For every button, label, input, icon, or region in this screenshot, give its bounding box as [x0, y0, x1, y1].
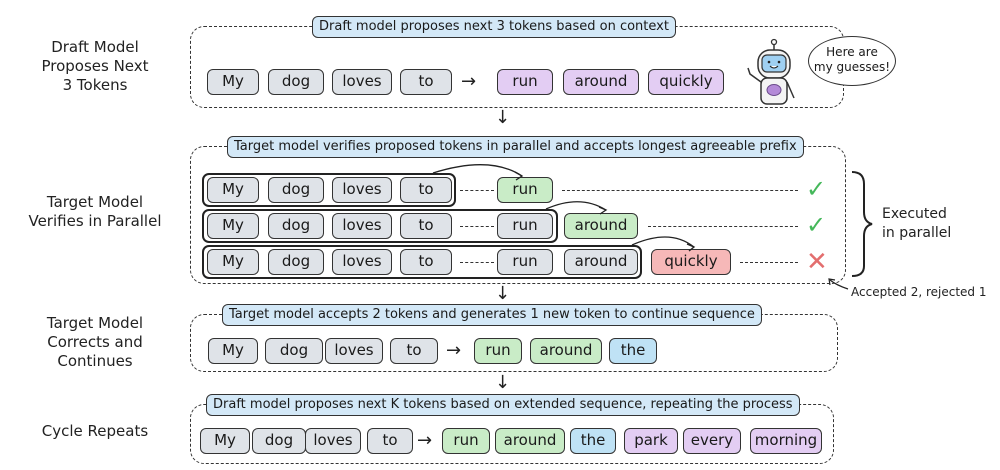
context-token: dog	[268, 177, 324, 203]
context-token: My	[207, 69, 259, 95]
dashed-connector	[460, 226, 494, 227]
stage-2-label-line: Target Model	[46, 193, 144, 211]
candidate-token-accepted: run	[497, 177, 553, 203]
context-token: to	[400, 249, 452, 275]
context-token: loves	[332, 69, 392, 95]
context-token: My	[208, 338, 258, 364]
annotation-arrow-head	[828, 278, 836, 286]
context-token: dog	[268, 249, 324, 275]
accepted-rejected-annotation: Accepted 2, rejected 1	[851, 285, 987, 299]
checked-token: run	[497, 249, 553, 275]
stage-1-label-line: 3 Tokens	[62, 76, 128, 94]
checked-token: around	[564, 249, 638, 275]
check-icon: ✓	[806, 211, 827, 239]
proposed-token: around	[563, 69, 639, 95]
context-token: My	[200, 428, 250, 454]
context-token: dog	[268, 69, 324, 95]
candidate-token-rejected: quickly	[651, 249, 731, 275]
curved-arrow-head	[514, 171, 524, 181]
checked-token: run	[497, 213, 553, 239]
stage-1-label-line: Draft Model	[51, 38, 139, 56]
stage-1-caption: Draft model proposes next 3 tokens based…	[312, 16, 676, 38]
context-token: My	[207, 249, 259, 275]
context-token: loves	[332, 213, 392, 239]
stage-4-label-line: Cycle Repeats	[41, 422, 149, 440]
proposed-token: park	[624, 428, 678, 454]
accepted-token: run	[442, 428, 490, 454]
proposed-token: every	[683, 428, 741, 454]
curved-arrow	[631, 236, 695, 248]
down-arrow-icon: ↓	[495, 372, 511, 393]
stage-4-caption: Draft model proposes next K tokens based…	[206, 394, 800, 416]
brace-icon	[851, 171, 873, 277]
right-arrow-icon: →	[461, 71, 477, 92]
stage-2-caption: Target model verifies proposed tokens in…	[227, 136, 804, 158]
accepted-token: run	[474, 338, 522, 364]
brace-label-line: in parallel	[882, 225, 952, 241]
brace-label: Executed in parallel	[882, 205, 951, 243]
stage-3-label: Target Model Corrects and Continues	[0, 314, 190, 371]
check-icon: ✓	[806, 175, 827, 203]
context-token: dog	[252, 428, 306, 454]
context-token: dog	[268, 213, 324, 239]
cross-icon: ✕	[806, 247, 828, 277]
dashed-connector	[740, 262, 798, 263]
stage-2-label-line: Verifies in Parallel	[28, 212, 162, 230]
verify-row-2-group	[202, 209, 558, 243]
speech-bubble-line: my guesses!	[813, 60, 891, 74]
dashed-connector	[460, 190, 494, 191]
robot-icon	[747, 38, 795, 105]
dashed-connector	[562, 190, 798, 191]
context-token: to	[400, 177, 452, 203]
proposed-token: run	[497, 69, 553, 95]
generated-token: the	[609, 338, 657, 364]
dashed-connector	[460, 262, 494, 263]
context-token: My	[207, 213, 259, 239]
context-token: to	[400, 69, 452, 95]
stage-1-label: Draft Model Proposes Next 3 Tokens	[0, 38, 190, 95]
curved-arrow-head	[686, 243, 696, 252]
speech-bubble: Here are my guesses!	[808, 36, 896, 86]
dashed-connector	[648, 226, 798, 227]
brace-label-line: Executed	[882, 206, 947, 222]
down-arrow-icon: ↓	[495, 107, 511, 128]
stage-3-label-line: Target Model	[46, 314, 144, 332]
annotation-arrow	[829, 279, 849, 290]
stage-3-caption: Target model accepts 2 tokens and genera…	[222, 304, 762, 326]
context-token: loves	[332, 249, 392, 275]
speech-bubble-line: Here are	[826, 45, 878, 59]
context-token: loves	[305, 428, 361, 454]
generated-token: the	[570, 428, 616, 454]
stage-4-label: Cycle Repeats	[0, 422, 190, 441]
verify-row-1-group	[202, 173, 456, 207]
candidate-token-accepted: around	[564, 213, 638, 239]
right-arrow-icon: →	[446, 340, 462, 361]
context-token: to	[367, 428, 413, 454]
context-token: dog	[265, 338, 323, 364]
context-token: to	[390, 338, 438, 364]
stage-3-label-line: Corrects and	[47, 333, 143, 351]
context-token: loves	[325, 338, 383, 364]
stage-1-label-line: Proposes Next	[41, 57, 149, 75]
stage-3-label-line: Continues	[57, 352, 133, 370]
context-token: to	[400, 213, 452, 239]
curved-arrow-head	[598, 206, 608, 215]
stage-2-label: Target Model Verifies in Parallel	[0, 193, 190, 231]
proposed-token: morning	[750, 428, 822, 454]
curved-arrow	[432, 164, 523, 177]
down-arrow-icon: ↓	[495, 283, 511, 304]
context-token: loves	[332, 177, 392, 203]
accepted-token: around	[495, 428, 565, 454]
proposed-token: quickly	[648, 69, 724, 95]
context-token: My	[207, 177, 259, 203]
curved-arrow	[545, 201, 607, 211]
accepted-token: around	[530, 338, 602, 364]
verify-row-3-group	[202, 245, 642, 279]
right-arrow-icon: →	[417, 430, 433, 451]
